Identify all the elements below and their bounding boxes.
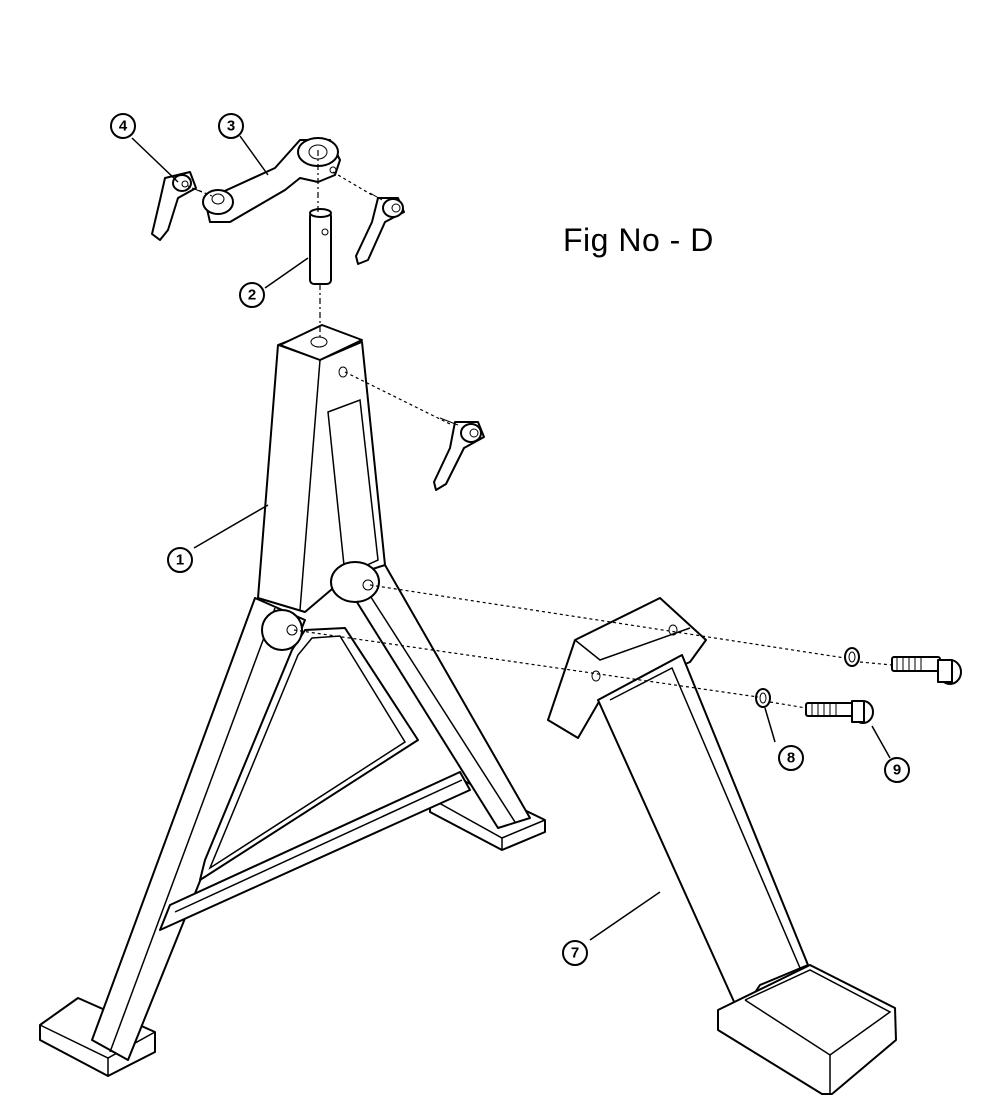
svg-text:9: 9 bbox=[893, 762, 901, 779]
part-1-a-frame-stand bbox=[39, 324, 546, 1077]
balloon-9: 9 bbox=[884, 757, 910, 783]
part-4-lever-handle-top-right bbox=[355, 192, 405, 265]
part-4-lever-handle-column bbox=[433, 417, 485, 491]
leader-lines bbox=[131, 135, 891, 941]
part-7-detached-leg bbox=[547, 597, 897, 1095]
svg-text:8: 8 bbox=[787, 750, 795, 767]
svg-text:2: 2 bbox=[248, 287, 256, 304]
balloon-4: 4 bbox=[110, 113, 136, 139]
svg-text:4: 4 bbox=[119, 118, 128, 135]
balloon-3: 3 bbox=[218, 113, 244, 139]
part-2-pin bbox=[309, 208, 332, 285]
figure-title: Fig No - D bbox=[563, 222, 714, 258]
svg-text:3: 3 bbox=[227, 118, 235, 135]
part-9-screw-lower bbox=[805, 700, 874, 724]
part-3-arm bbox=[202, 137, 341, 223]
part-4-lever-handle-top-left bbox=[151, 171, 203, 241]
balloon-8: 8 bbox=[778, 745, 804, 771]
part-9-screw-upper bbox=[891, 656, 962, 685]
balloon-1: 1 bbox=[167, 547, 193, 573]
balloon-7: 7 bbox=[562, 940, 588, 966]
svg-text:7: 7 bbox=[571, 945, 579, 962]
assembly-lines bbox=[187, 150, 893, 709]
part-8-washer-upper bbox=[844, 647, 860, 667]
part-8-washer-lower bbox=[755, 688, 771, 708]
balloon-2: 2 bbox=[239, 282, 265, 308]
svg-text:1: 1 bbox=[176, 552, 184, 569]
